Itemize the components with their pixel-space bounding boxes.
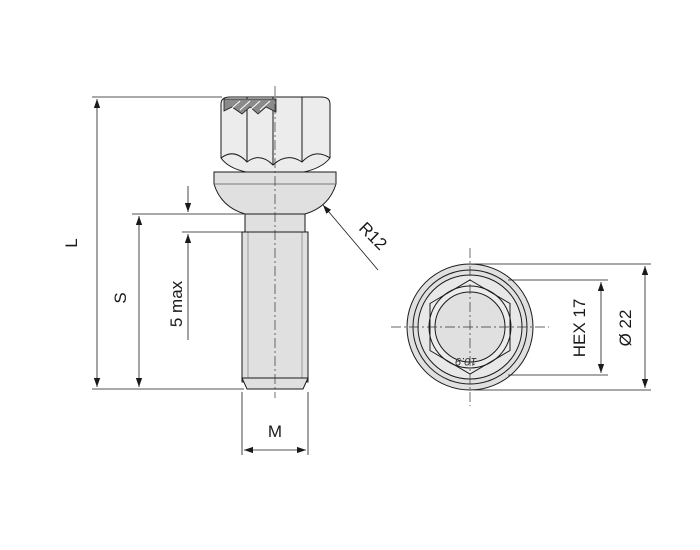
diameter-label: Ø 22 — [616, 310, 635, 347]
radius-label: R12 — [355, 218, 390, 253]
dimension-diameter: Ø 22 — [616, 266, 649, 388]
dimension-thread-length: S — [111, 216, 143, 387]
bolt-end-view: 10.9 — [391, 248, 549, 406]
thread-length-label: S — [111, 292, 130, 303]
hatched-section — [223, 98, 277, 115]
dimension-length: L — [62, 99, 101, 387]
max-gap-label: 5 max — [167, 280, 186, 327]
hex-label: HEX 17 — [570, 299, 589, 358]
end-extension-lines — [474, 263, 651, 391]
dimension-max-gap: 5 max — [167, 186, 192, 340]
thread-label: M — [268, 422, 282, 441]
grade-mark: 10.9 — [455, 355, 476, 367]
dimension-thread: M — [244, 422, 306, 454]
dimension-radius: R12 — [322, 204, 391, 271]
dimension-hex: HEX 17 — [570, 282, 605, 373]
length-label: L — [62, 238, 81, 247]
bolt-side-view — [213, 86, 337, 398]
extension-lines — [92, 96, 309, 455]
spherical-seat — [213, 171, 337, 215]
